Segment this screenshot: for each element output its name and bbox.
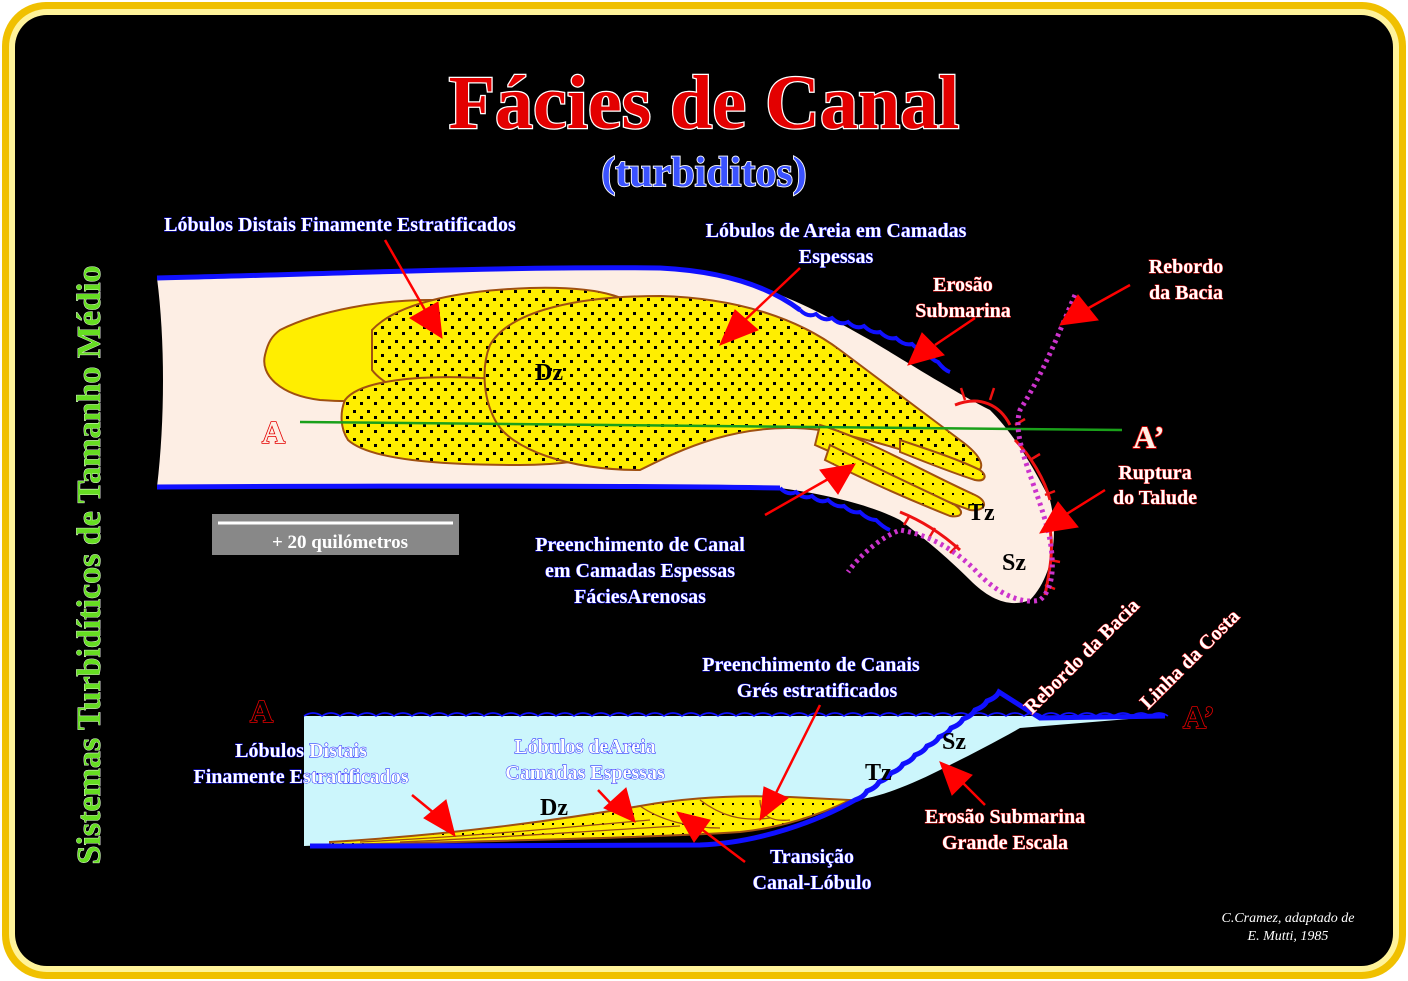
channel-finger-2 [823, 443, 962, 518]
section-line [299, 420, 1123, 432]
label-lobulos-distais-s1: Lóbulos Distais [235, 740, 367, 762]
plan-labels: Lóbulos Distais Finamente Estratificados… [164, 214, 967, 609]
credit-line-2: E. Mutti, 1985 [1247, 929, 1329, 944]
section-labels-red: Erosão Submarina Grande Escala [924, 806, 1085, 855]
section-zone-dz: Dz [540, 795, 568, 821]
page-subtitle: (turbiditos) [601, 150, 806, 196]
label-lobulos-areia-s1: Lóbulos deAreia [514, 736, 655, 758]
section-zone-tz: Tz [865, 760, 892, 786]
plan-view: Dz Tz Sz A A’ + 20 quilómetros Lóbulos D… [156, 214, 1224, 609]
section-strata [359, 799, 791, 843]
label-lobulos-areia-1: Lóbulos de Areia em Camadas [706, 220, 967, 242]
label-ruptura-2: do Talude [1113, 487, 1197, 509]
label-erosao-grande-2: Grande Escala [942, 832, 1068, 854]
plan-point-a-prime: A’ [1133, 419, 1164, 455]
label-ruptura-1: Ruptura [1118, 462, 1191, 484]
credit-line-1: C.Cramez, adaptado de [1222, 911, 1355, 926]
section-zone-sz: Sz [942, 729, 966, 755]
plan-point-a: A [262, 414, 285, 450]
plan-zone-tz: Tz [968, 500, 995, 526]
label-lobulos-areia-s2: Camadas Espessas [505, 762, 665, 784]
scale-box [212, 514, 459, 555]
section-water [304, 716, 1165, 846]
label-lobulos-areia-2: Espessas [799, 246, 874, 268]
section-point-a-prime: A’ [1183, 699, 1214, 735]
plan-bottom-wave [778, 486, 891, 532]
plan-zone-dz: Dz [535, 360, 563, 386]
side-title: Sistemas Turbidíticos de Tamanho Médio [71, 266, 108, 865]
channel-finger-3 [899, 438, 986, 482]
label-preench-canal-1: Preenchimento de Canal [535, 534, 745, 556]
section-arrows [411, 704, 986, 863]
section-labels: Preenchimento de Canais Grés estratifica… [193, 654, 920, 895]
plan-bottom-outline [156, 483, 781, 491]
label-erosao-2: Submarina [915, 300, 1011, 322]
label-erosao-grande-1: Erosão Submarina [925, 806, 1085, 828]
label-transicao-1: Transição [770, 846, 854, 868]
plan-labels-red: Erosão Submarina Rebordo da Bacia Ruptur… [915, 256, 1224, 510]
rupture-marks [899, 399, 1053, 596]
label-lobulos-distais: Lóbulos Distais Finamente Estratificados [164, 214, 516, 236]
basin-rim [845, 294, 1078, 604]
plan-zone-sz: Sz [1002, 550, 1026, 576]
water-surface [303, 712, 1169, 717]
label-preench-canais-1: Preenchimento de Canais [702, 654, 920, 676]
label-preench-canal-3: FáciesArenosas [574, 586, 706, 608]
label-preench-canal-2: em Camadas Espessas [545, 560, 735, 582]
label-lobulos-distais-s2: Finamente Estratificados [194, 766, 409, 788]
section-point-a: A [250, 693, 273, 729]
page-title: Fácies de Canal [449, 61, 960, 145]
seabed-outline [309, 688, 1166, 849]
label-preench-canais-2: Grés estratificados [737, 680, 898, 702]
scale-label: + 20 quilómetros [272, 532, 408, 553]
label-erosao-1: Erosão [933, 274, 993, 296]
plan-top-outline [156, 265, 802, 313]
label-rebordo-1: Rebordo [1149, 256, 1223, 278]
label-transicao-2: Canal-Lóbulo [753, 872, 872, 894]
plan-arrows [383, 239, 1131, 534]
label-rebordo-2: da Bacia [1149, 282, 1223, 304]
